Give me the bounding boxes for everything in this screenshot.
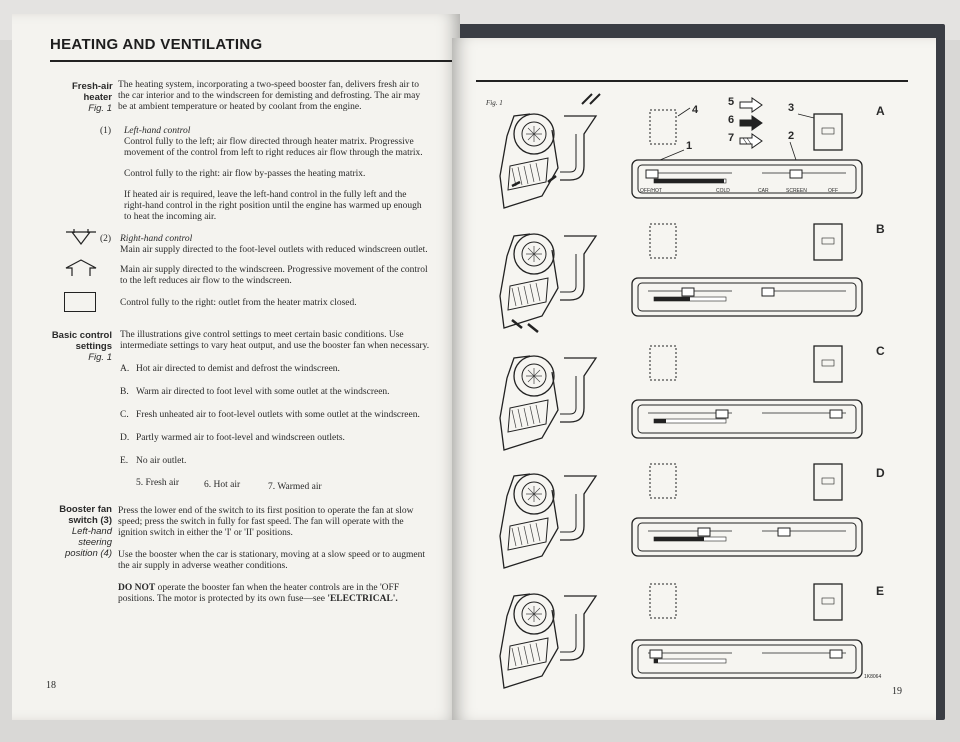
side-title-basic-control: Basic control — [51, 330, 112, 341]
setting-a-key: A. — [120, 364, 130, 374]
left-control-p3-line2: right-hand control in the right position… — [124, 201, 422, 211]
side-left-hand: Left-hand — [71, 526, 112, 537]
callout-6: 6 — [728, 114, 735, 126]
callout-4: 4 — [692, 104, 699, 116]
callout-2: 2 — [788, 130, 795, 142]
setting-b-key: B. — [120, 387, 129, 397]
left-control-title: Left-hand control — [124, 126, 191, 136]
right-control-p1: Main air supply directed to the foot-lev… — [120, 245, 428, 255]
booster-p1-line1: Press the lower end of the switch to its… — [118, 506, 414, 516]
right-control-p2-line1: Main air supply directed to the windscre… — [120, 265, 428, 275]
setting-c-key: C. — [120, 410, 129, 420]
side-title-heater: heater — [83, 92, 112, 103]
callout-7: 7 — [728, 132, 735, 144]
left-page: HEATING AND VENTILATING Fresh-air heater… — [12, 14, 460, 720]
right-page: Fig. 1 — [452, 38, 936, 720]
setting-e-key: E. — [120, 456, 129, 466]
basic-line-2: intermediate settings to vary heat outpu… — [120, 341, 430, 351]
side-steering: steering — [78, 537, 112, 548]
side-title-settings: settings — [75, 341, 112, 352]
row-label-c: C — [876, 344, 885, 358]
heading-rule — [50, 60, 454, 62]
heater-diagram — [499, 93, 863, 689]
booster-p2-line2: the air supply in adverse weather condit… — [118, 561, 288, 571]
do-not-text: DO NOT — [118, 583, 156, 593]
side-title-fresh-air: Fresh-air — [72, 81, 113, 92]
row-label-d: D — [876, 466, 885, 480]
panel-label-off-hot: OFF/HOT — [640, 188, 662, 194]
figure-code: 1K8064 — [864, 674, 882, 680]
callout-1: 1 — [686, 140, 693, 152]
left-control-p3-line3: to heat the incoming air. — [124, 212, 217, 222]
row-label-b: B — [876, 222, 885, 236]
panel-label-cold: COLD — [716, 188, 730, 194]
left-control-p1-line2: movement of the control from left to rig… — [124, 148, 423, 158]
booster-p1-line3: ignition switch in either the 'I' or 'II… — [118, 528, 293, 538]
booster-warning-line2: positions. The motor is protected by its… — [118, 594, 398, 605]
row-label-a: A — [876, 104, 885, 118]
side-title-switch: switch (3) — [68, 515, 112, 526]
right-control-p2-line2: to the left reduces air flow to the wind… — [120, 276, 292, 286]
callout-3: 3 — [788, 102, 795, 114]
right-control-p3: Control fully to the right: outlet from … — [120, 298, 357, 308]
arrow-down-icon — [66, 229, 96, 245]
right-control-num: (2) — [100, 234, 112, 244]
setting-a-text: Hot air directed to demist and defrost t… — [136, 364, 340, 374]
right-control-title: Right-hand control — [120, 234, 193, 244]
setting-d-key: D. — [120, 433, 130, 443]
electrical-ref: 'ELECTRICAL'. — [327, 594, 398, 604]
page-heading: HEATING AND VENTILATING — [50, 36, 263, 53]
panel-label-car: CAR — [758, 188, 769, 194]
legend-fresh-air: 5. Fresh air — [136, 478, 180, 488]
warning-text-1: operate the booster fan when the heater … — [155, 583, 400, 593]
basic-line-1: The illustrations give control settings … — [120, 330, 404, 340]
figure-label: Fig. 1 — [486, 99, 503, 107]
page-number-left: 18 — [46, 680, 56, 691]
left-control-p3-line1: If heated air is required, leave the lef… — [124, 190, 407, 200]
legend-hot-air: 6. Hot air — [204, 480, 241, 490]
side-fig-ref: Fig. 1 — [88, 103, 112, 114]
side-fig-ref-2: Fig. 1 — [88, 352, 112, 363]
fresh-air-line-2: the car interior and to the windscreen f… — [118, 91, 421, 101]
side-position: position (4) — [65, 548, 112, 559]
callout-5: 5 — [728, 96, 735, 108]
booster-p1-line2: speed; press the switch in fully for fas… — [118, 517, 404, 527]
side-title-booster-fan: Booster fan — [59, 504, 112, 515]
arrow-up-icon — [65, 259, 97, 276]
setting-c-text: Fresh unheated air to foot-level outlets… — [136, 410, 420, 420]
left-control-num: (1) — [100, 126, 112, 136]
page-number-right: 19 — [892, 686, 902, 697]
left-control-p2: Control fully to the right: air flow by-… — [124, 169, 366, 179]
panel-label-screen: SCREEN — [786, 188, 807, 194]
left-control-p1-line1: Control fully to the left; air flow dire… — [124, 137, 414, 147]
setting-d-text: Partly warmed air to foot-level and wind… — [136, 433, 345, 443]
booster-warning-line1: DO NOT operate the booster fan when the … — [118, 583, 399, 594]
setting-e-text: No air outlet. — [136, 456, 187, 466]
booster-p2-line1: Use the booster when the car is stationa… — [118, 550, 426, 560]
warning-text-2: positions. The motor is protected by its… — [118, 594, 328, 604]
setting-b-text: Warm air directed to foot level with som… — [136, 387, 390, 397]
closed-outlet-icon — [64, 292, 96, 312]
top-rule — [476, 80, 908, 82]
fresh-air-line-3: be at ambient temperature or heated by c… — [118, 102, 362, 112]
row-label-e: E — [876, 584, 885, 598]
fresh-air-line-1: The heating system, incorporating a two-… — [118, 80, 420, 90]
panel-label-off: OFF — [828, 188, 838, 194]
legend-warmed-air: 7. Warmed air — [268, 482, 322, 492]
